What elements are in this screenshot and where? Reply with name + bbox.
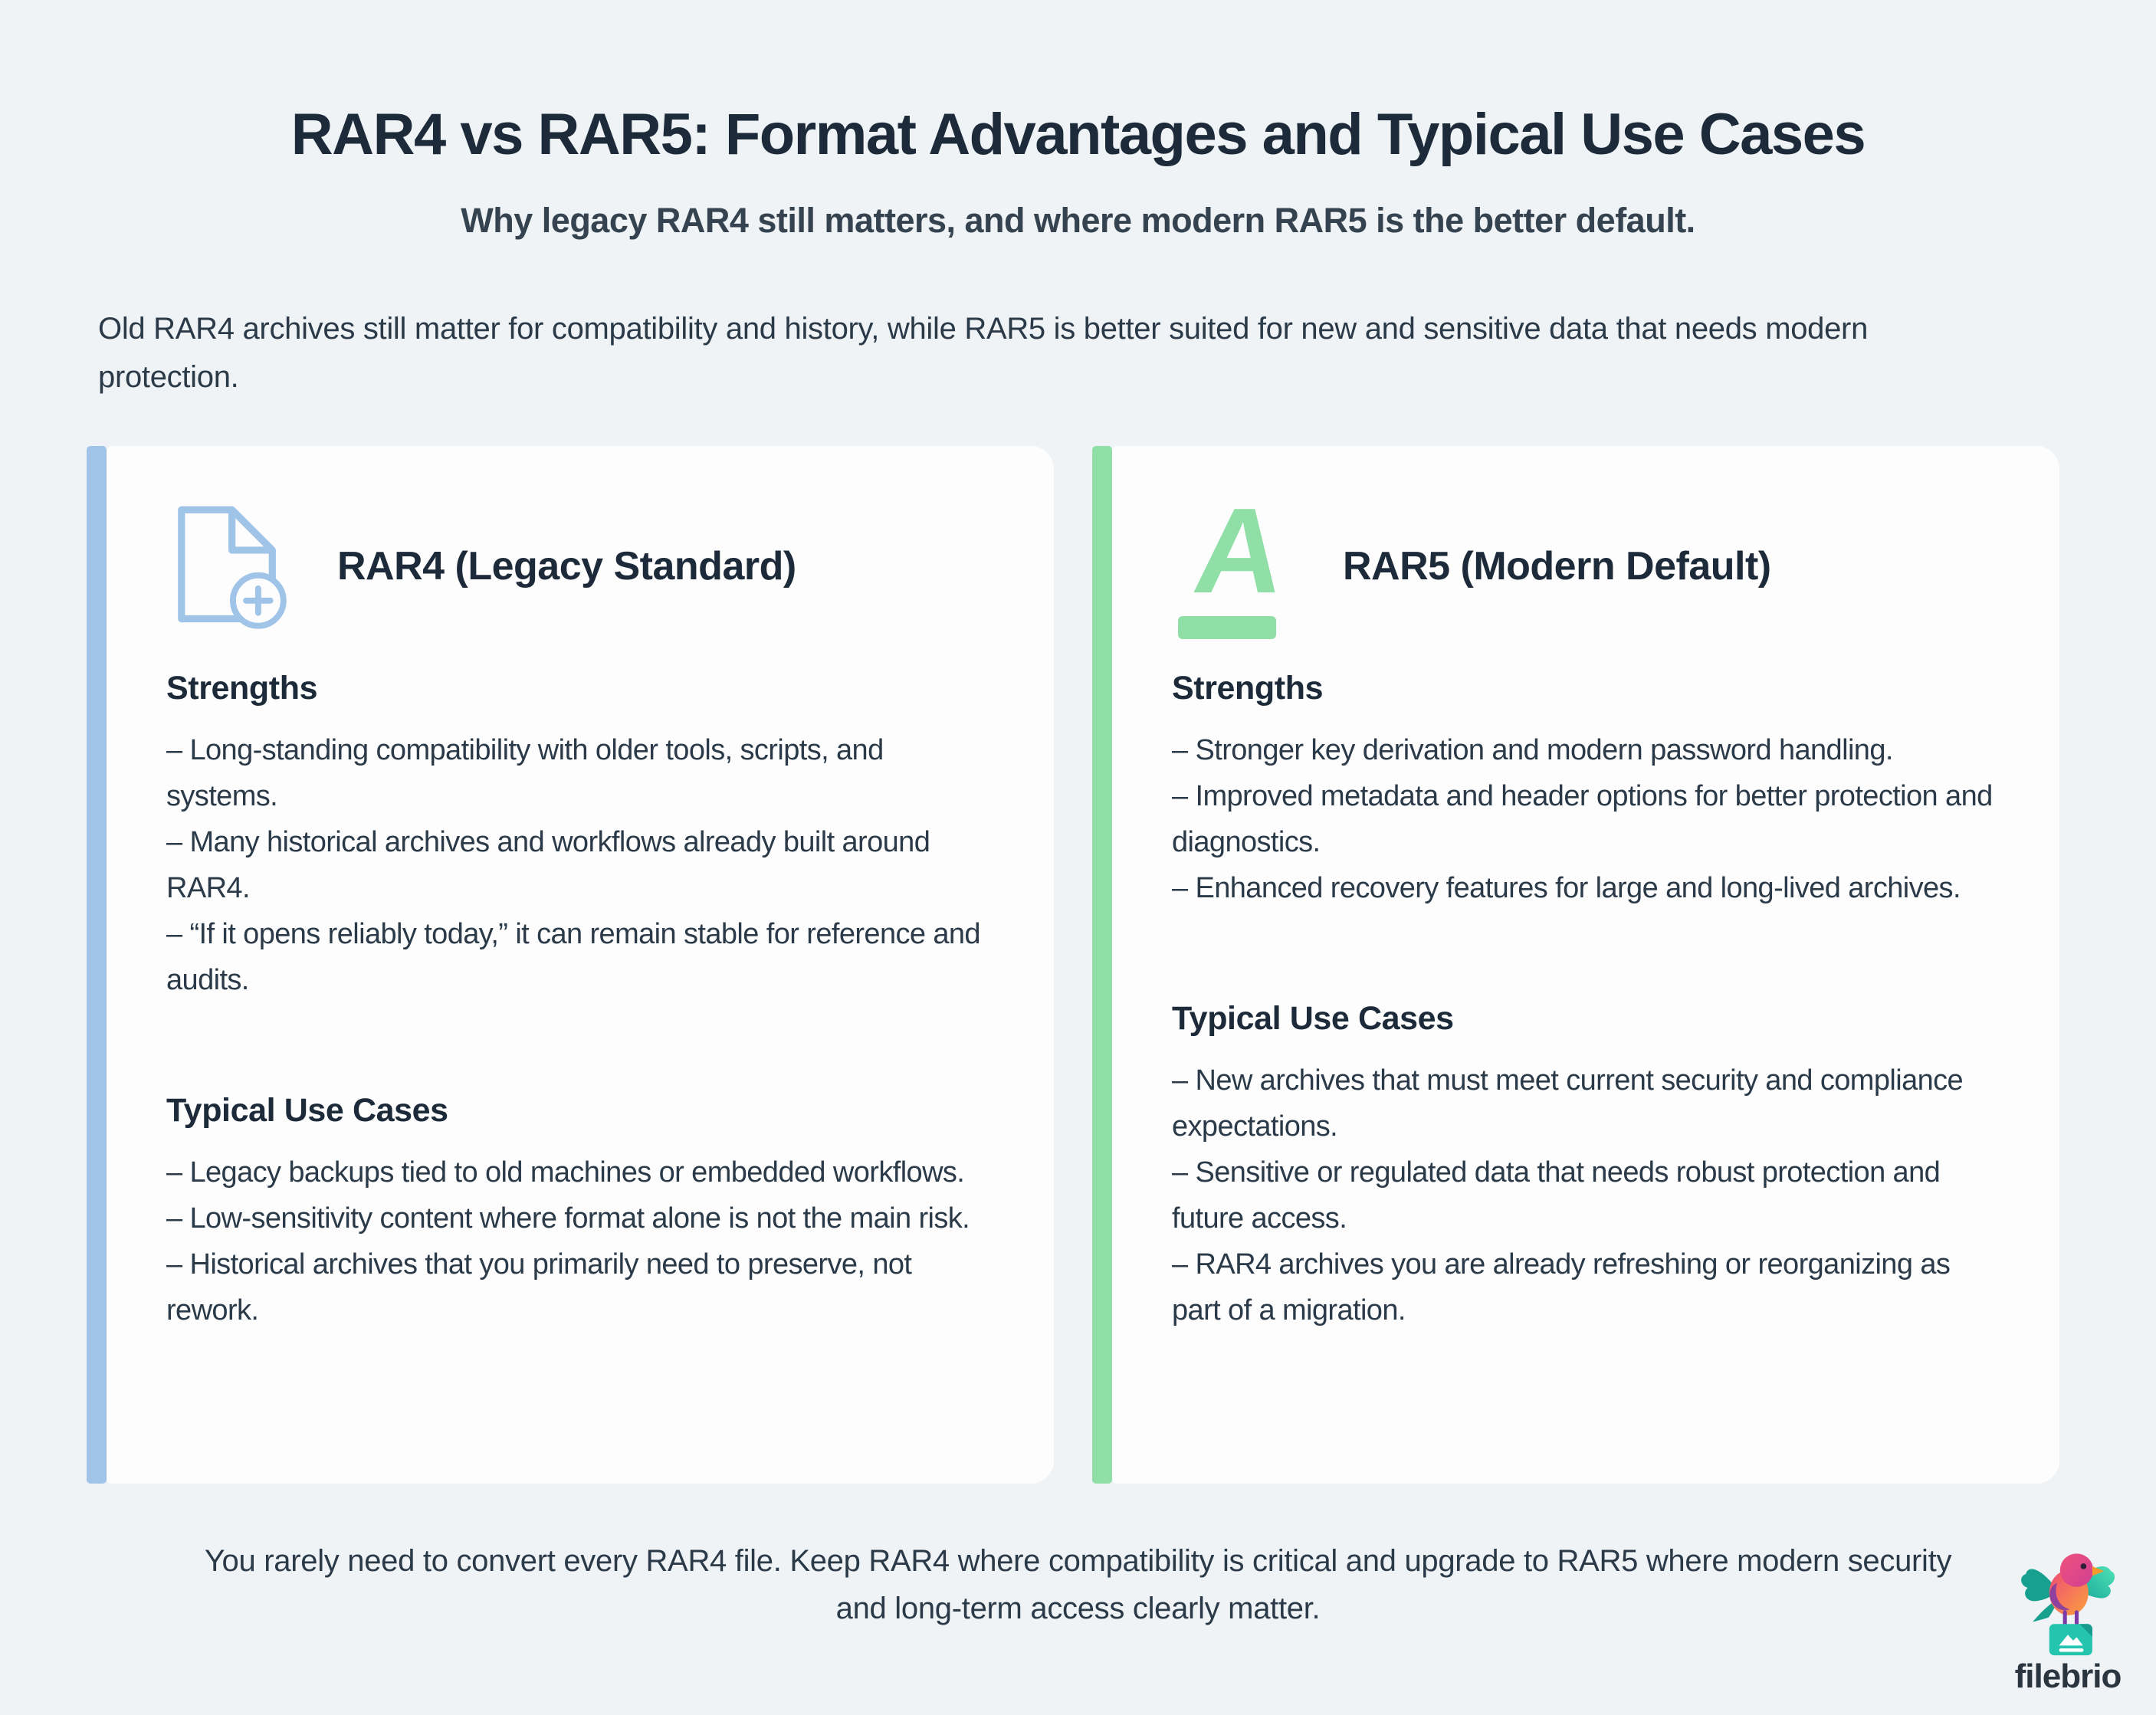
footer-note: You rarely need to convert every RAR4 fi… [204, 1544, 1952, 1625]
list-item: – Historical archives that you primarily… [166, 1248, 912, 1327]
strengths-list: – Long-standing compatibility with older… [166, 727, 994, 1003]
brand-logo: filebrio [1991, 1542, 2145, 1696]
card-rar5-title: RAR5 (Modern Default) [1343, 544, 1771, 589]
list-item: – Long-standing compatibility with older… [166, 734, 884, 813]
use-cases-list: – Legacy backups tied to old machines or… [166, 1149, 994, 1333]
card-rar4-body: RAR4 (Legacy Standard) Strengths – Long-… [107, 446, 1054, 1484]
footer: You rarely need to convert every RAR4 fi… [0, 1537, 2156, 1632]
accent-bar-blue [87, 446, 107, 1484]
list-item: – New archives that must meet current se… [1172, 1064, 1964, 1143]
intro-text: Old RAR4 archives still matter for compa… [98, 312, 1869, 395]
card-rar5: A RAR5 (Modern Default) Strengths – Stro… [1092, 446, 2059, 1484]
list-item: – “If it opens reliably today,” it can r… [166, 918, 981, 997]
card-rar5-body: A RAR5 (Modern Default) Strengths – Stro… [1112, 446, 2059, 1484]
section-heading-strengths: Strengths [166, 670, 318, 707]
card-rar5-header: A RAR5 (Modern Default) [1172, 484, 2000, 639]
list-item: – Low-sensitivity content where format a… [166, 1202, 970, 1235]
accent-bar-green [1092, 446, 1112, 1484]
bird-on-file-icon [2003, 1553, 2132, 1660]
letter-a-underline [1177, 616, 1276, 639]
page-subtitle: Why legacy RAR4 still matters, and where… [461, 201, 1695, 240]
section-heading-use-cases: Typical Use Cases [166, 1092, 448, 1130]
list-item: – Legacy backups tied to old machines or… [166, 1156, 965, 1189]
list-item: – Improved metadata and header options f… [1172, 780, 1993, 859]
use-cases-list: – New archives that must meet current se… [1172, 1058, 2000, 1333]
strengths-list: – Stronger key derivation and modern pas… [1172, 727, 2000, 911]
section-heading-use-cases: Typical Use Cases [1172, 1000, 1454, 1038]
comparison-cards: RAR4 (Legacy Standard) Strengths – Long-… [87, 446, 2059, 1484]
card-rar4: RAR4 (Legacy Standard) Strengths – Long-… [87, 446, 1054, 1484]
list-item: – RAR4 archives you are already refreshi… [1172, 1248, 1951, 1327]
list-item: – Many historical archives and workflows… [166, 826, 930, 905]
letter-a-glyph: A [1186, 484, 1291, 618]
letter-a-underline-icon: A [1172, 484, 1298, 639]
list-item: – Sensitive or regulated data that needs… [1172, 1156, 1941, 1235]
list-item: – Enhanced recovery features for large a… [1172, 872, 1961, 905]
brand-name: filebrio [2014, 1658, 2122, 1695]
card-rar4-title: RAR4 (Legacy Standard) [337, 544, 796, 589]
list-item: – Stronger key derivation and modern pas… [1172, 734, 1893, 766]
file-plus-icon [166, 498, 293, 635]
card-rar4-header: RAR4 (Legacy Standard) [166, 495, 994, 638]
section-heading-strengths: Strengths [1172, 670, 1324, 707]
page-title: RAR4 vs RAR5: Format Advantages and Typi… [290, 102, 1866, 167]
